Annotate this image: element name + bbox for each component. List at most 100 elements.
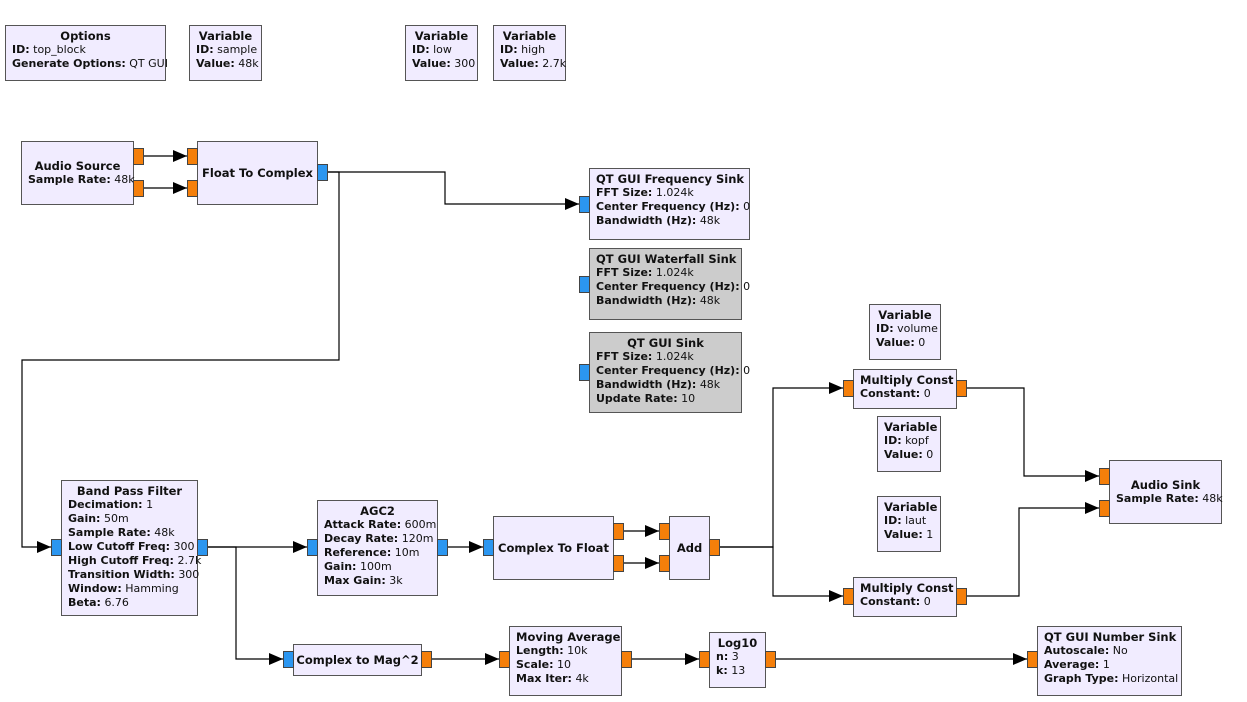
arrow-head-icon <box>829 590 843 602</box>
input-port-float[interactable] <box>1027 651 1038 668</box>
block-param: Decimation: 1 <box>68 498 191 512</box>
param-value: 0 <box>923 595 931 608</box>
block-param: Low Cutoff Freq: 300 <box>68 540 195 554</box>
input-port-complex[interactable] <box>579 364 590 381</box>
param-value: laut <box>905 514 927 527</box>
param-value: 10k <box>567 644 588 657</box>
block-title: QT GUI Number Sink <box>1044 630 1177 644</box>
block-param: Value: 48k <box>196 57 259 71</box>
input-port-complex[interactable] <box>483 539 494 556</box>
input-port-float[interactable] <box>843 588 854 605</box>
input-port-float[interactable] <box>1099 468 1110 485</box>
param-value: 10m <box>394 546 420 559</box>
param-key: FFT Size: <box>596 266 653 279</box>
input-port-float[interactable] <box>187 148 198 165</box>
param-value: 0 <box>743 200 751 213</box>
param-value: 1.024k <box>655 266 694 279</box>
float-to-complex-block[interactable]: Float To Complex <box>197 141 318 205</box>
block-param: Center Frequency (Hz): 0 <box>596 200 750 214</box>
add-block[interactable]: Add <box>669 516 710 580</box>
block-param: Average: 1 <box>1044 658 1175 672</box>
wire-mult2-to-audio-sink[interactable] <box>967 507 1099 597</box>
block-param: Constant: 0 <box>860 595 950 609</box>
output-port-float[interactable] <box>956 380 967 397</box>
output-port-float[interactable] <box>613 523 624 540</box>
output-port-float[interactable] <box>613 555 624 572</box>
param-value: 1 <box>146 498 154 511</box>
input-port-complex[interactable] <box>307 539 318 556</box>
input-port-float[interactable] <box>699 651 710 668</box>
param-key: Bandwidth (Hz): <box>596 378 697 391</box>
wire-mult1-to-audio-sink[interactable] <box>967 387 1099 477</box>
input-port-complex[interactable] <box>579 276 590 293</box>
output-port-float[interactable] <box>621 651 632 668</box>
block-param: Length: 10k <box>516 644 615 658</box>
param-value: 4k <box>575 672 589 685</box>
input-port-float[interactable] <box>843 380 854 397</box>
wire-bpf-to-c2mag[interactable] <box>208 546 283 660</box>
param-key: Transition Width: <box>68 568 175 581</box>
input-port-float[interactable] <box>187 180 198 197</box>
wire-add-to-mult2[interactable] <box>720 546 843 597</box>
param-value: 0 <box>743 364 751 377</box>
wire-f2c-to-freq-sink[interactable] <box>328 171 579 205</box>
param-key: ID: <box>876 322 894 335</box>
output-port-float[interactable] <box>956 588 967 605</box>
param-key: Center Frequency (Hz): <box>596 200 740 213</box>
block-title: Complex to Mag^2 <box>296 653 419 667</box>
block-param: k: 13 <box>716 664 759 678</box>
input-port-complex[interactable] <box>51 539 62 556</box>
complex-to-float-block[interactable]: Complex To Float <box>493 516 614 580</box>
block-param: ID: volume <box>876 322 938 336</box>
input-port-float[interactable] <box>659 523 670 540</box>
param-key: FFT Size: <box>596 350 653 363</box>
arrow-head-icon <box>1085 470 1099 482</box>
arrow-head-icon <box>469 541 483 553</box>
input-port-complex[interactable] <box>579 196 590 213</box>
output-port-float[interactable] <box>133 180 144 197</box>
output-port-float[interactable] <box>709 539 720 556</box>
block-param: Scale: 10 <box>516 658 615 672</box>
param-value: top_block <box>33 43 86 56</box>
output-port-float[interactable] <box>421 651 432 668</box>
input-port-float[interactable] <box>1099 500 1110 517</box>
input-port-float[interactable] <box>659 555 670 572</box>
block-param: Value: 0 <box>884 448 934 462</box>
output-port-complex[interactable] <box>317 164 328 181</box>
param-value: No <box>1112 644 1128 657</box>
param-key: Constant: <box>860 595 921 608</box>
complex-to-mag2-block[interactable]: Complex to Mag^2 <box>293 644 422 676</box>
block-title: Audio Sink <box>1130 478 1201 492</box>
input-port-float[interactable] <box>499 651 510 668</box>
output-port-complex[interactable] <box>197 539 208 556</box>
param-value: 10 <box>557 658 571 671</box>
param-key: Bandwidth (Hz): <box>596 294 697 307</box>
block-param: Bandwidth (Hz): 48k <box>596 294 735 308</box>
output-port-float[interactable] <box>133 148 144 165</box>
block-param: Decay Rate: 120m <box>324 532 433 546</box>
output-port-complex[interactable] <box>437 539 448 556</box>
input-port-complex[interactable] <box>283 651 294 668</box>
output-port-float[interactable] <box>765 651 776 668</box>
param-key: Reference: <box>324 546 392 559</box>
